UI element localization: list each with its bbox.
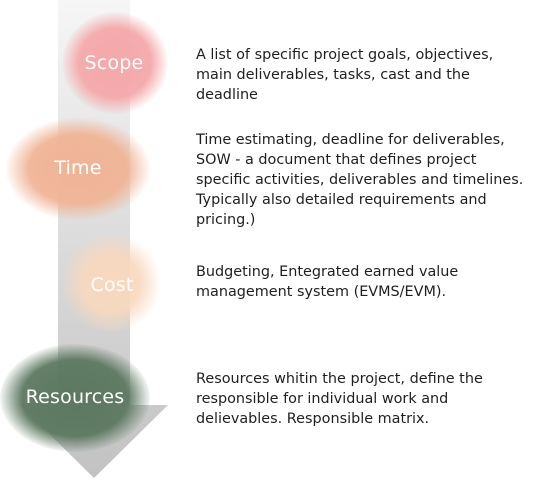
resources-description: Resources whitin the project, define the… <box>196 371 483 427</box>
scope-blob <box>62 12 168 114</box>
cost-description: Budgeting, Entegrated earned value manag… <box>196 264 459 300</box>
scope-label: Scope <box>84 52 144 74</box>
cost-label: Cost <box>90 274 134 296</box>
time-description: Time estimating, deadline for deliverabl… <box>196 132 524 228</box>
cost-blob <box>60 232 162 334</box>
time-label: Time <box>54 157 102 179</box>
resources-blob <box>0 344 150 452</box>
time-blob <box>6 118 150 220</box>
scope-description: A list of specific project goals, object… <box>196 47 494 103</box>
resources-label: Resources <box>25 386 125 408</box>
